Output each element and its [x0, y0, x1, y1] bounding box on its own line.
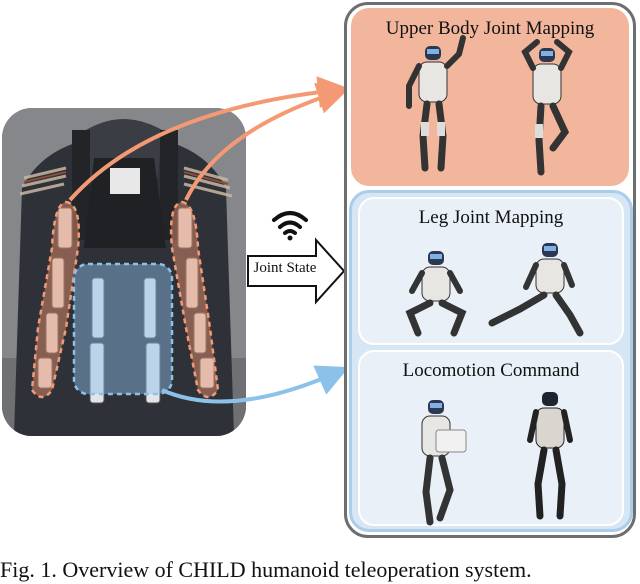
locomotion-robots — [421, 392, 573, 526]
figure-caption: Fig. 1. Overview of CHILD humanoid teleo… — [0, 557, 532, 582]
robot-carrying-box — [421, 400, 467, 526]
leg-joint-panel: Leg Joint Mapping — [358, 197, 624, 345]
box-icon — [435, 429, 467, 453]
robot-waving — [406, 35, 466, 172]
right-arm-highlight — [169, 200, 220, 399]
wifi-icon — [272, 211, 308, 241]
robot-arms-up — [521, 39, 573, 176]
upper-body-title: Upper Body Joint Mapping — [385, 18, 595, 39]
arrow-legs-to-lower — [161, 365, 349, 404]
robot-walking — [527, 392, 573, 520]
operator-illustration — [2, 108, 246, 436]
operator-photo — [2, 108, 246, 436]
locomotion-title: Locomotion Command — [402, 360, 580, 381]
arrow-right-arm-to-upper — [184, 82, 350, 201]
upper-robots — [406, 35, 573, 176]
joint-state-label: Joint State — [253, 260, 317, 276]
robot-split — [488, 243, 584, 337]
left-arm-highlight — [30, 200, 80, 399]
joint-state-arrow — [247, 237, 346, 305]
robot-squat — [405, 251, 467, 337]
locomotion-panel: Locomotion Command — [358, 350, 624, 526]
leg-robots — [405, 243, 584, 337]
upper-body-panel: Upper Body Joint Mapping — [351, 8, 629, 186]
leg-device-highlight — [72, 262, 174, 396]
arrow-left-arm-to-upper — [68, 76, 350, 202]
leg-joint-title: Leg Joint Mapping — [418, 207, 564, 228]
